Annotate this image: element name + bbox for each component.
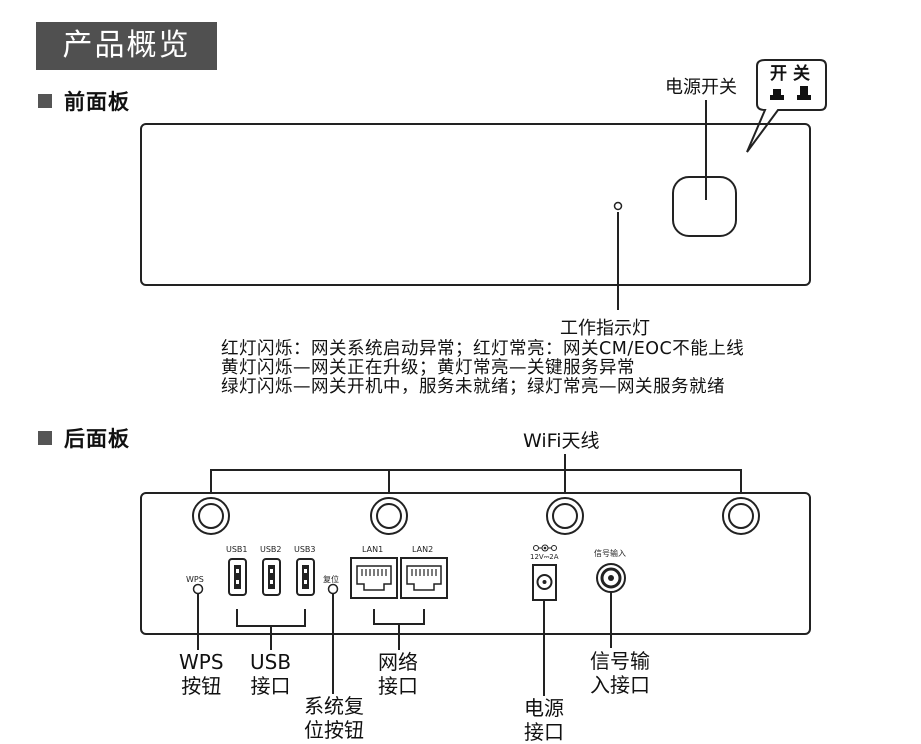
wps-callout: WPS 按钮 [179,650,224,698]
signal-callout: 信号输 入接口 [590,649,650,697]
switch-on-label: 开 [770,64,793,84]
switch-off-label: 关 [793,64,816,84]
front-panel-label: 前面板 [64,90,130,114]
usb-port-tongue [268,565,275,589]
wps-port-label: WPS [186,575,204,584]
lan-bracket [373,609,425,625]
usb2-port-label: USB2 [260,545,282,554]
indicator-description-green: 绿灯闪烁—网关开机中，服务未就绪；绿灯常亮—网关服务就绪 [221,377,725,397]
usb3-port-label: USB3 [294,545,316,554]
power-switch-label: 电源开关 [665,77,737,98]
antenna-connector [192,497,230,535]
power-spec-label: 12V⎓2A [530,553,559,561]
antenna-connector-inner [728,503,754,529]
usb-port-tongue [234,565,241,589]
front-panel-outline [140,123,811,286]
switch-callout-bubble [746,59,827,153]
antenna-connector-inner [552,503,578,529]
antenna-bracket [210,469,742,493]
usb1-port-label: USB1 [226,545,248,554]
usb-port-2 [262,558,281,596]
reset-button-hole [327,583,339,595]
lan1-port-label: LAN1 [362,545,384,554]
rear-panel-outline [140,492,811,635]
usb-bracket [236,609,306,627]
switch-on-position-icon [770,95,784,100]
lan2-port-label: LAN2 [412,545,434,554]
lan-callout: 网络 接口 [378,650,418,698]
indicator-led [613,201,623,211]
switch-off-position-icon [797,95,811,100]
power-callout: 电源 接口 [524,696,564,744]
indicator-description-red: 红灯闪烁：网关系统启动异常；红灯常亮：网关CM/EOC不能上线 [221,339,745,359]
polarity-symbol [533,544,557,552]
reset-port-label: 复位 [323,575,339,584]
usb-port-3 [296,558,315,596]
indicator-description-yellow: 黄灯闪烁—网关正在升级；黄灯常亮—关键服务异常 [221,358,635,378]
usb-port-1 [228,558,247,596]
wps-button-hole [192,583,204,595]
signal-port-label: 信号输入 [594,549,626,558]
usb-port-tongue [302,565,309,589]
square-bullet-icon [38,431,52,445]
page-title: 产品概览 [36,22,217,70]
rear-panel-label: 后面板 [64,427,130,451]
square-bullet-icon [38,94,52,108]
antenna-connector [370,497,408,535]
switch-callout-text: 开关 [770,62,816,86]
lan-port-2 [400,557,448,599]
front-panel-heading: 前面板 [38,86,130,116]
antenna-connector-inner [376,503,402,529]
antenna-connector-inner [198,503,224,529]
reset-callout: 系统复 位按钮 [304,694,364,742]
lan-port-1 [350,557,398,599]
antenna-label: WiFi天线 [523,430,600,452]
indicator-label: 工作指示灯 [560,318,650,339]
rear-panel-heading: 后面板 [38,423,130,453]
power-button [672,176,737,237]
antenna-connector [546,497,584,535]
antenna-connector [722,497,760,535]
usb-callout: USB 接口 [250,650,292,698]
